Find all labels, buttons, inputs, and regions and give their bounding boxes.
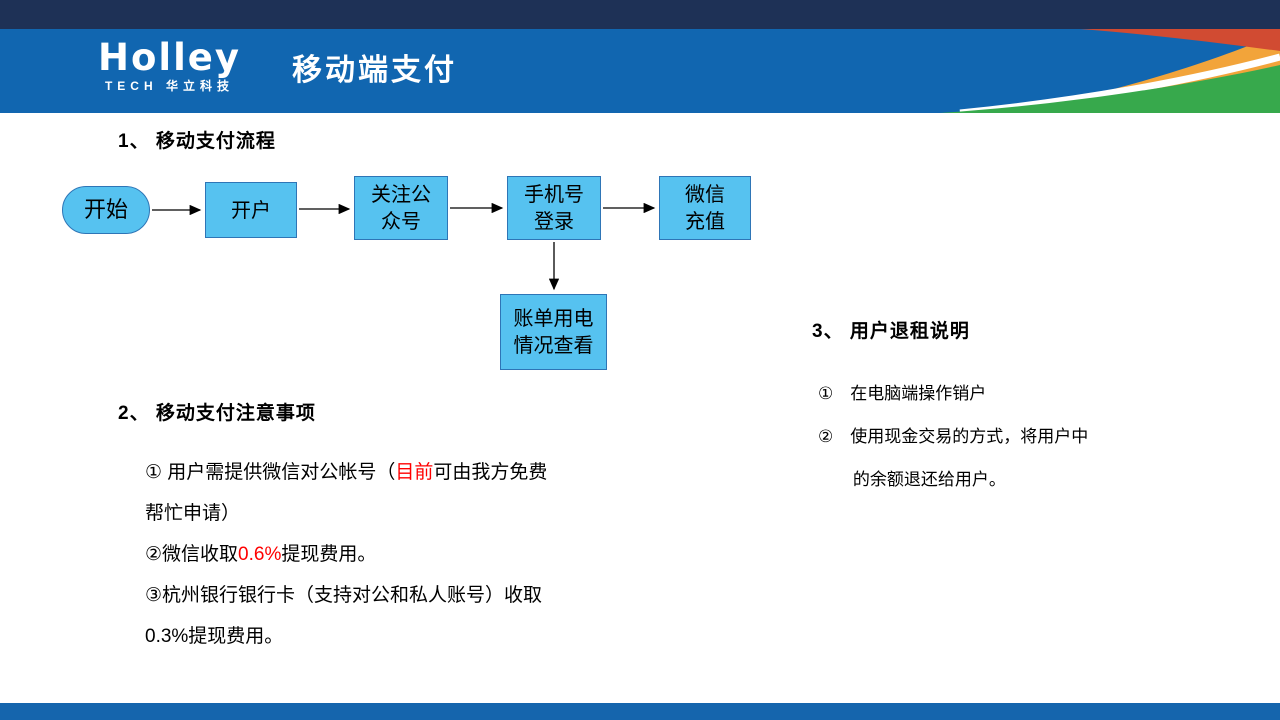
refund-item-1: ① 在电脑端操作销户 <box>818 384 987 403</box>
note1-text-pre: ① 用户需提供微信对公帐号（ <box>145 462 396 483</box>
decor-red-corner <box>1080 29 1280 51</box>
notes-list: ① 用户需提供微信对公帐号（目前可由我方免费帮忙申请） ②微信收取0.6%提现费… <box>145 452 645 657</box>
flow-start-node: 开始 <box>62 186 150 234</box>
section3-heading: 3、 用户退租说明 <box>812 321 970 342</box>
logo-sub-text: TECH 华立科技 <box>104 79 234 93</box>
flow-login-label-line1: 手机号 <box>524 182 584 206</box>
flow-bill-label-line2: 情况查看 <box>513 333 594 357</box>
decor-green-swoosh <box>940 65 1280 113</box>
bottom-bar <box>0 703 1280 720</box>
section1-heading: 1、 移动支付流程 <box>118 131 276 152</box>
flow-follow-node: 关注公 众号 <box>354 176 448 240</box>
flow-start-label: 开始 <box>83 197 128 223</box>
flow-open-account-node: 开户 <box>205 182 297 238</box>
flow-follow-label-line2: 众号 <box>381 209 421 233</box>
refund2-text-cont: 的余额退还给用户。 <box>852 470 1006 489</box>
note1-text-mid: 可由我方免费 <box>433 462 548 483</box>
flow-bill-node: 账单用电 情况查看 <box>500 294 607 370</box>
note1-red-text: 目前 <box>395 462 434 483</box>
note3-text-pre: ③杭州银行银行卡（支持对公和私人账号）收取 <box>145 585 543 606</box>
refund-item-2: ② 使用现金交易的方式，将用户中的余额退还给用户。 <box>818 415 1188 501</box>
note2-red-text: 0.6% <box>238 544 282 565</box>
logo-brand-text: Holley <box>98 36 241 79</box>
refund2-text-pre: ② 使用现金交易的方式，将用户中 <box>818 427 1089 446</box>
note2-text-post: 提现费用。 <box>281 544 377 565</box>
flow-follow-label-line1: 关注公 <box>371 182 431 206</box>
flow-recharge-label-line1: 微信 <box>685 182 725 206</box>
flow-recharge-label-line2: 充值 <box>685 209 725 233</box>
header-band: Holley TECH 华立科技 移动端支付 <box>0 29 1280 113</box>
slide-title: 移动端支付 <box>292 54 457 87</box>
flow-open-account-label: 开户 <box>231 197 271 222</box>
flow-bill-label-line1: 账单用电 <box>513 306 594 330</box>
section2-heading: 2、 移动支付注意事项 <box>118 403 316 424</box>
flow-login-node: 手机号 登录 <box>507 176 601 240</box>
flow-login-label-line2: 登录 <box>534 209 574 233</box>
note1-text-cont: 帮忙申请） <box>145 503 241 524</box>
note-item-2: ②微信收取0.6%提现费用。 <box>145 534 645 575</box>
flow-recharge-node: 微信 充值 <box>659 176 751 240</box>
refund-list: ① 在电脑端操作销户 ② 使用现金交易的方式，将用户中的余额退还给用户。 <box>818 372 1188 501</box>
note2-text-pre: ②微信收取 <box>145 544 239 565</box>
note-item-1: ① 用户需提供微信对公帐号（目前可由我方免费帮忙申请） <box>145 452 645 534</box>
decor-swoosh-graphic <box>940 29 1280 113</box>
top-strip <box>0 0 1280 29</box>
note-item-3: ③杭州银行银行卡（支持对公和私人账号）收取 0.3%提现费用。 <box>145 575 645 657</box>
holley-logo: Holley TECH 华立科技 <box>98 37 241 94</box>
note3-text-cont: 0.3%提现费用。 <box>145 626 284 647</box>
